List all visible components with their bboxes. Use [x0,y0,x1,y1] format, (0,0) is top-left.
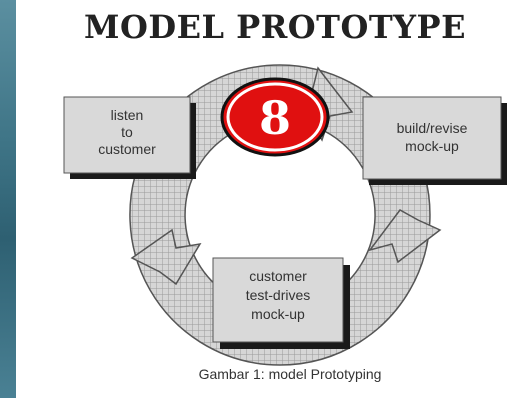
box-label-line: customer [249,268,307,284]
svg-text:customer: customer [98,141,156,157]
svg-text:mock-up: mock-up [251,306,305,322]
box-label-line: test-drives [246,287,311,303]
box-listen-to-customer: listen to customer [63,96,196,179]
box-label-line: mock-up [251,306,305,322]
svg-text:listen: listen [111,107,144,123]
svg-text:build/revise: build/revise [397,120,468,136]
box-label-line: listen [111,107,144,123]
step-number-text: 8 [259,91,291,145]
step-number-badge: 8 [220,77,330,157]
background-image-strip [0,0,16,398]
page-title: MODEL PROTOTYPE [84,8,466,46]
box-label-line: customer [98,141,156,157]
cycle-arrow-right [368,209,442,264]
svg-text:mock-up: mock-up [405,138,459,154]
svg-text:to: to [121,124,133,140]
box-customer-test-drives: customer test-drives mock-up [212,257,350,349]
box-label-line: build/revise [397,120,468,136]
box-build-revise-mockup: build/revise mock-up [362,96,507,185]
figure-caption: Gambar 1: model Prototyping [198,366,382,382]
box-label-line: mock-up [405,138,459,154]
svg-text:customer: customer [249,268,307,284]
svg-text:test-drives: test-drives [246,287,311,303]
box-label-line: to [121,124,133,140]
cycle-arrow-left [130,228,202,286]
